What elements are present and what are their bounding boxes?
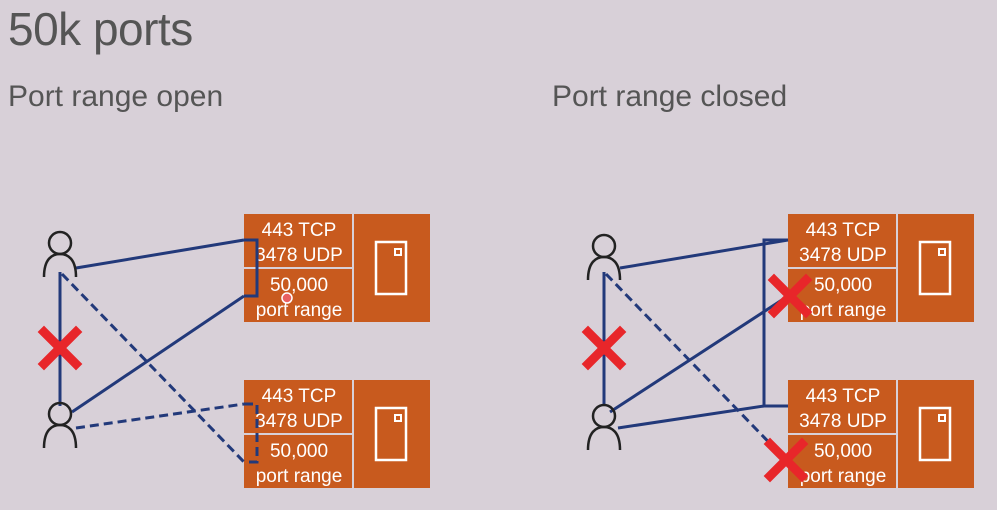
dashed-lines-left — [60, 272, 259, 464]
slide-title: 50k ports — [8, 3, 193, 55]
right-panel-title: Port range closed — [552, 80, 788, 113]
ports-line-1: 443 TCP — [262, 220, 337, 241]
range-line-2: port range — [256, 466, 343, 487]
dashed-lines-right — [604, 272, 788, 462]
server-box-bottom-right: 443 TCP 3478 UDP 50,000 port range — [788, 380, 974, 488]
range-line-2: port range — [800, 300, 887, 321]
ports-line-2: 3478 UDP — [799, 245, 887, 266]
server-box-top-right: 443 TCP 3478 UDP 50,000 port range — [788, 214, 974, 322]
server-box-bottom-left: 443 TCP 3478 UDP 50,000 port range — [244, 380, 430, 488]
user-icon-bottom — [42, 401, 78, 450]
ports-line-1: 443 TCP — [806, 220, 881, 241]
ports-line-1: 443 TCP — [806, 386, 881, 407]
range-line-1: 50,000 — [814, 275, 872, 296]
connection-lines-right — [602, 238, 789, 430]
server-box-top-left: 443 TCP 3478 UDP 50,000 port range — [244, 214, 430, 322]
range-line-1: 50,000 — [270, 275, 328, 296]
ports-line-1: 443 TCP — [262, 386, 337, 407]
left-panel-title: Port range open — [8, 80, 224, 113]
user-icon-top — [42, 230, 78, 279]
right-panel: 443 TCP 3478 UDP 50,000 port range 443 T… — [588, 214, 974, 488]
left-panel: 443 TCP 3478 UDP 50,000 port range 443 T… — [44, 214, 430, 488]
range-line-2: port range — [800, 466, 887, 487]
connection-lines-left — [58, 238, 259, 414]
cursor-dot — [281, 292, 293, 304]
ports-line-2: 3478 UDP — [255, 245, 343, 266]
range-line-2: port range — [256, 300, 343, 321]
range-line-1: 50,000 — [814, 441, 872, 462]
user-icon-bottom — [586, 403, 622, 452]
ports-line-2: 3478 UDP — [255, 411, 343, 432]
range-line-1: 50,000 — [270, 441, 328, 462]
ports-line-2: 3478 UDP — [799, 411, 887, 432]
